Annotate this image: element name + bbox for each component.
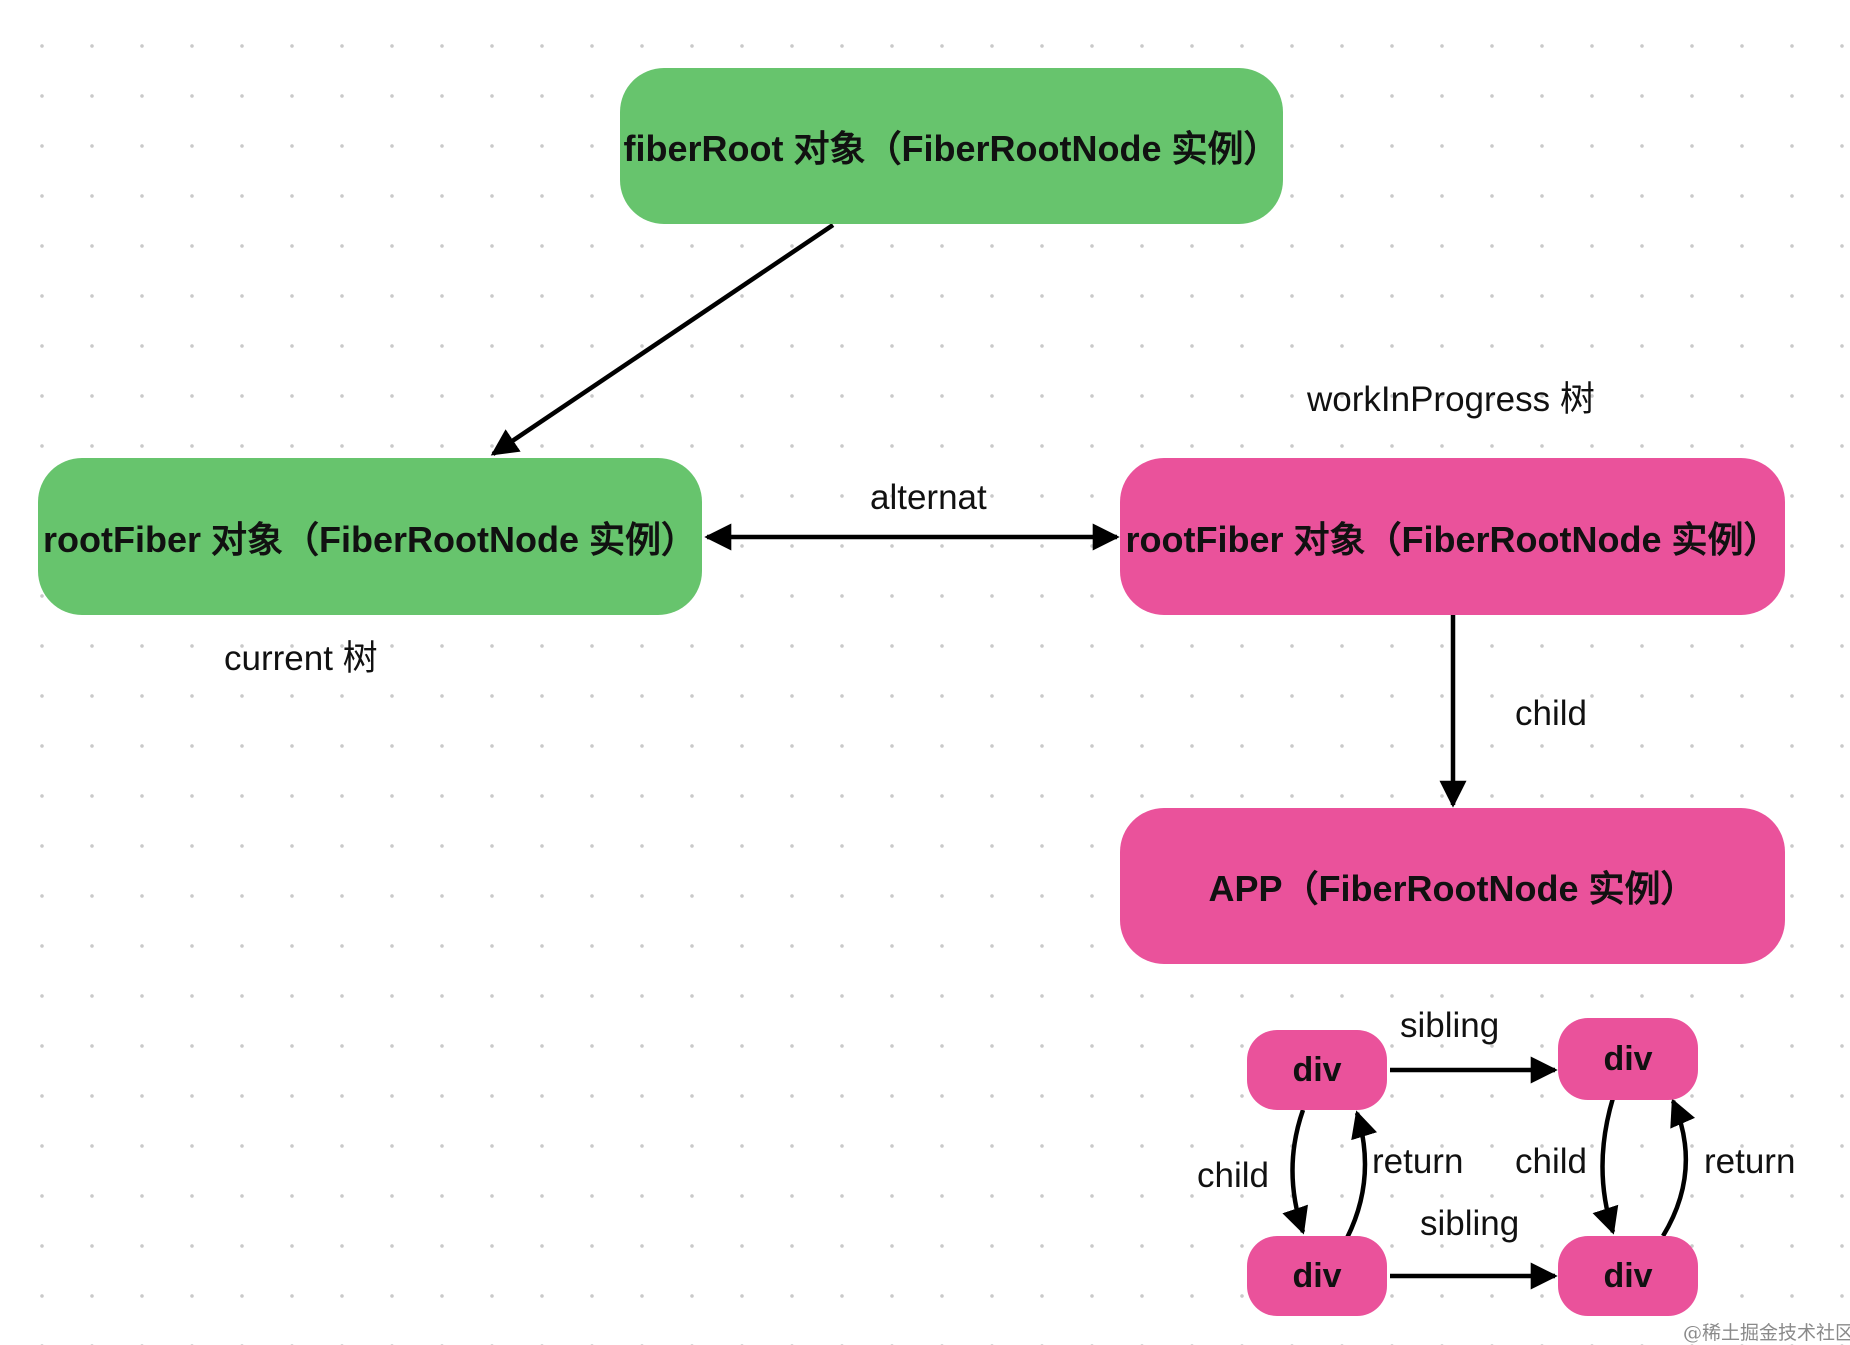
arrow-child-right	[1592, 1097, 1619, 1235]
rootfiber-current-node: rootFiber 对象（FiberRootNode 实例）	[38, 458, 702, 615]
watermark: @稀土掘金技术社区	[1683, 1322, 1850, 1344]
return-label-right: return	[1704, 1142, 1796, 1181]
arrow-return-left	[1344, 1110, 1378, 1240]
sibling-label-bottom: sibling	[1420, 1204, 1520, 1243]
fiberroot-node: fiberRoot 对象（FiberRootNode 实例）	[620, 68, 1283, 224]
rootfiber-workinprogress-node: rootFiber 对象（FiberRootNode 实例）	[1120, 458, 1785, 615]
workinprogress-tree-label: workInProgress 树	[1307, 380, 1595, 419]
current-tree-label: current 树	[224, 639, 378, 678]
child-label-right: child	[1515, 1142, 1587, 1181]
div-node-top-left: div	[1247, 1030, 1387, 1110]
arrow-child-left	[1282, 1109, 1308, 1235]
return-label-left: return	[1372, 1142, 1464, 1181]
child-label-left: child	[1197, 1156, 1269, 1195]
arrow-fiberroot-to-current	[490, 223, 835, 456]
alternate-label: alternat	[870, 478, 987, 517]
app-node: APP（FiberRootNode 实例）	[1120, 808, 1785, 964]
child-label-main: child	[1515, 694, 1587, 733]
div-node-bottom-right: div	[1558, 1236, 1698, 1316]
div-node-bottom-left: div	[1247, 1236, 1387, 1316]
arrow-return-right	[1661, 1098, 1696, 1238]
sibling-label-top: sibling	[1400, 1006, 1500, 1045]
div-node-top-right: div	[1558, 1018, 1698, 1100]
